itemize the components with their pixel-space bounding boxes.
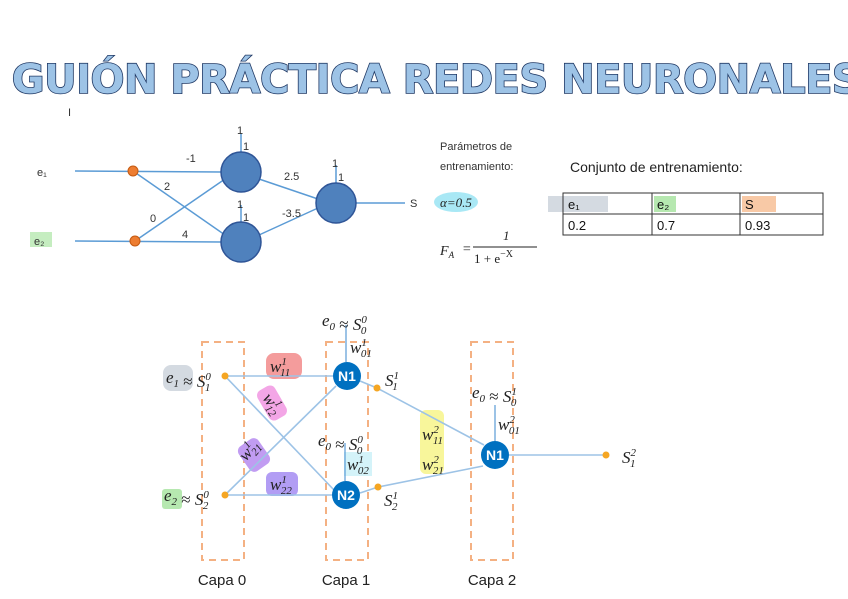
fa-denominator: 1 + e [474,251,500,266]
layered-dots [221,372,610,499]
highlight-w12-1 [257,385,287,421]
layer-label-1: Capa 1 [322,572,370,589]
training-table: e₁ e₂ S 0.2 0.7 0.93 [548,192,824,236]
e2-highlight [30,232,52,247]
link-h2-out [258,207,319,236]
weight-label: -3.5 [282,208,301,220]
input-node-2 [129,235,141,247]
fa-exponent: −X [500,249,514,260]
highlight-w2 [420,410,444,474]
hidden-neuron-1 [220,151,262,193]
page-title: GUIÓN PRÁCTICA REDES NEURONALES [12,55,848,103]
stray-mark: I [68,107,71,119]
input-label-e1: e₁ [37,167,47,179]
link [224,385,337,496]
output-neuron [315,182,357,224]
training-set-heading: Conjunto de entrenamiento: [570,159,743,175]
fa-equals: = [462,242,471,257]
activation-formula: FA = 1 1 + e−X [439,228,537,266]
fa-numerator: 1 [503,228,510,243]
neuron-label: N2 [337,487,355,503]
node-dot [221,491,229,499]
s-col-highlight [742,196,776,212]
highlight-w21-1 [237,438,271,472]
header-cell: e₁ [568,197,580,212]
neuron-label: N1 [486,447,504,463]
highlight-e2 [162,489,182,509]
fa-symbol: F [439,244,449,259]
link-h1-out [258,178,319,200]
table-cell: 0.93 [745,218,770,233]
svg-text:1 + e−X: 1 + e−X [474,249,514,266]
header-cell: S [745,197,754,212]
link [224,375,335,491]
node-dot [373,384,381,392]
highlight-w02-1 [344,452,372,476]
node-dot [374,483,382,491]
link-e2-h1 [134,178,226,242]
output-label: S [410,198,417,210]
params-heading-line2: entrenamiento: [440,161,513,173]
header-cell: e₂ [657,197,669,212]
link-e2-h2 [74,240,222,243]
highlight-e1 [163,365,193,391]
link-e1-h2 [132,170,226,236]
table-cell: 0.2 [568,218,586,233]
link-e1-h1 [74,170,222,173]
alpha-value: α=0.5 [440,195,472,210]
node-dot [602,451,610,459]
bias-label: 1 [338,172,344,184]
layer-label-0: Capa 0 [198,572,246,589]
bias-label: 1 [237,125,243,137]
weight-label: 2 [164,181,170,193]
bias-lines [344,325,496,481]
bias-label: 1 [332,158,338,170]
table-cell: 0.7 [657,218,675,233]
bias-label: 1 [237,199,243,211]
weight-label: 0 [150,213,156,225]
bias-label: 1 [243,212,249,224]
highlight-w11-1 [266,353,302,379]
neuron-n1-layer1 [333,362,361,390]
neuron-n1-layer2 [481,441,509,469]
weight-highlights [162,353,444,509]
neuron-label: N1 [338,368,356,384]
neuron-n2-layer1 [332,481,360,509]
e2-col-highlight [654,196,676,212]
node-dot [221,372,229,380]
hidden-neuron-2 [220,221,262,263]
weight-label: -1 [186,153,196,165]
weight-label: 2.5 [284,171,299,183]
input-node-1 [127,165,139,177]
layer-box-1 [325,341,369,561]
top-network [74,133,405,243]
alpha-highlight [434,192,478,212]
bias-label: 1 [243,141,249,153]
params-heading-line1: Parámetros de [440,141,512,153]
layer-label-2: Capa 2 [468,572,516,589]
highlight-w22-1 [266,472,298,496]
layer-box-2 [470,341,514,561]
weight-label: 4 [182,229,188,241]
fa-sub: A [448,250,455,260]
input-label-e2: e₂ [34,236,44,248]
svg-text:FA: FA [439,244,455,260]
